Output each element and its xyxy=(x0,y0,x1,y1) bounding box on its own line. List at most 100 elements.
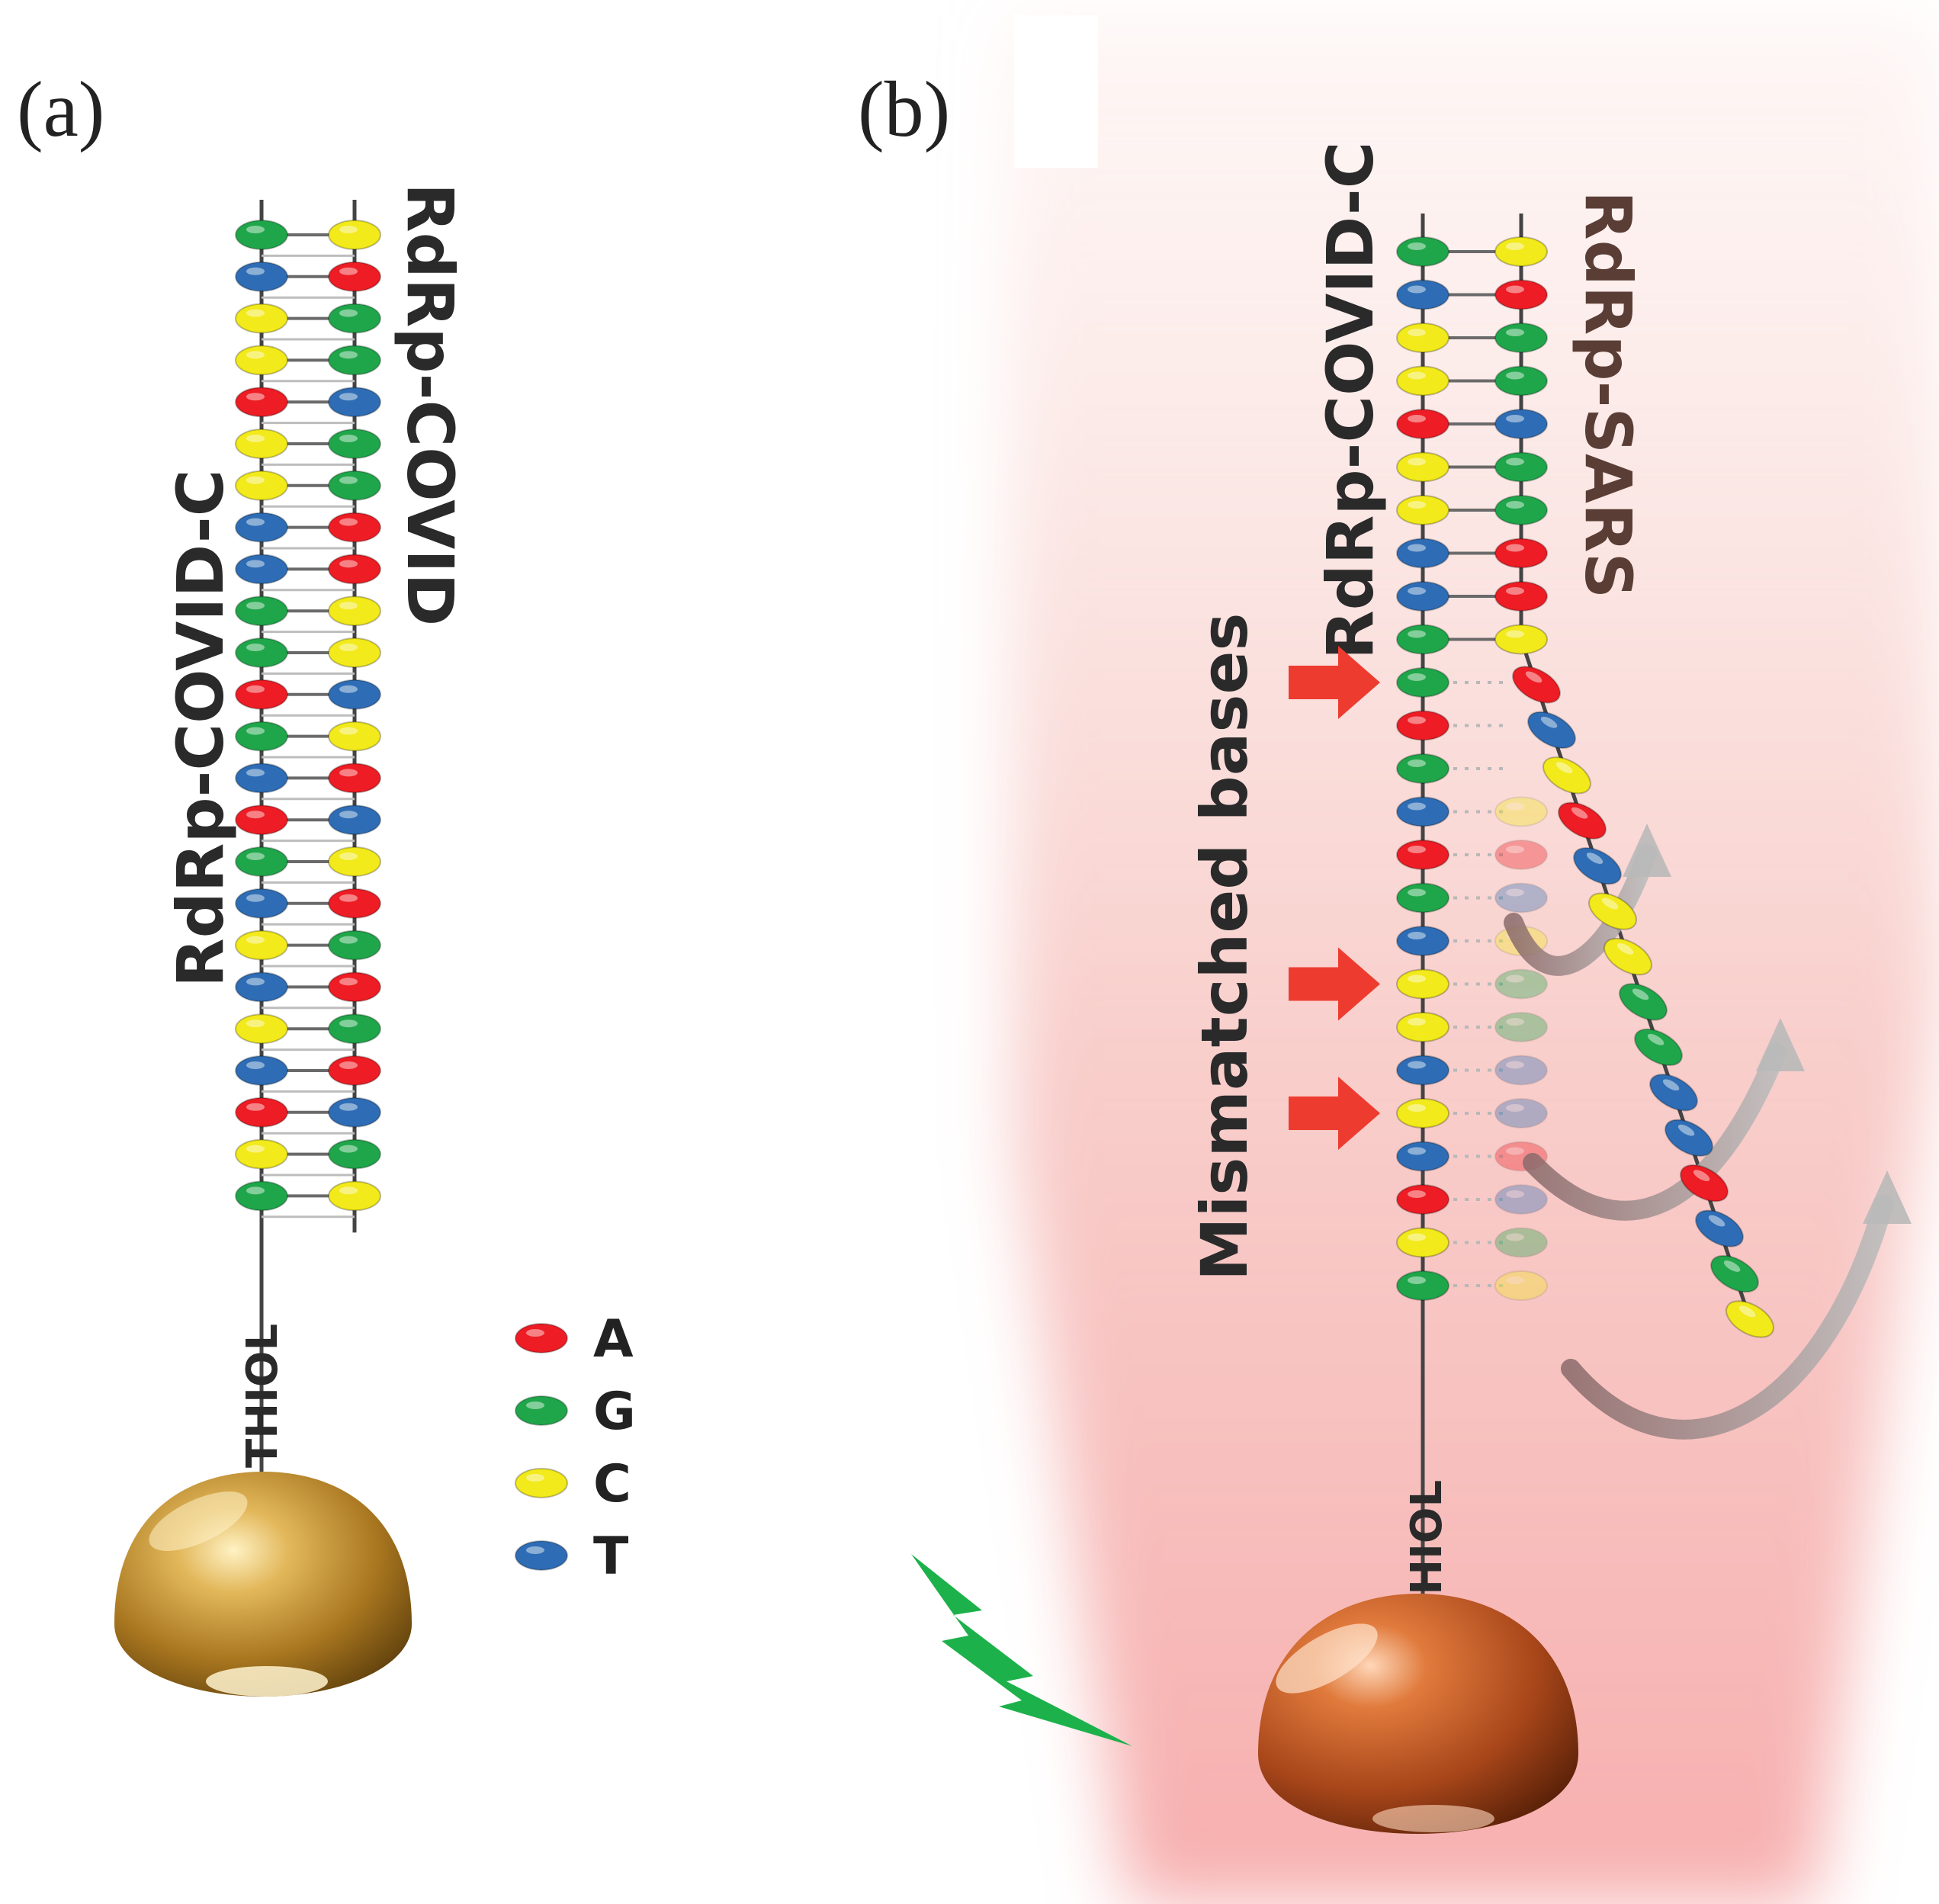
base-bead xyxy=(1396,409,1449,439)
base-bead xyxy=(235,721,288,752)
ghost-base-bead xyxy=(1494,796,1548,827)
base-bead xyxy=(1494,365,1548,397)
legend-item: C xyxy=(515,1454,631,1514)
base-bead xyxy=(328,512,381,543)
base-bead xyxy=(1396,581,1449,612)
legend-label: G xyxy=(593,1382,636,1442)
base-bead xyxy=(1396,538,1449,569)
panel-b-left-strand-bases xyxy=(1396,236,1449,1301)
ghost-base-bead xyxy=(1494,882,1548,913)
ghost-base-bead xyxy=(1494,1227,1548,1258)
base-bead xyxy=(235,220,288,250)
base-bead xyxy=(235,930,288,961)
base-bead xyxy=(1494,279,1548,310)
base-bead xyxy=(235,554,288,585)
base-bead xyxy=(1494,624,1548,655)
base-bead xyxy=(235,971,288,1003)
base-bead xyxy=(1396,968,1449,1000)
base-bead xyxy=(1494,495,1548,525)
panel-a-left-strand-bases xyxy=(235,220,288,1212)
base-bead xyxy=(235,846,288,877)
base-bead xyxy=(328,429,381,459)
base-bead xyxy=(328,763,381,794)
base-bead xyxy=(328,261,381,292)
base-bead xyxy=(235,679,288,710)
panel-a-right-strand-bases xyxy=(328,220,381,1212)
base-bead xyxy=(235,1180,288,1212)
base-bead xyxy=(1396,1227,1449,1258)
base-bead xyxy=(328,637,381,668)
base-bead xyxy=(1396,236,1449,267)
base-bead xyxy=(1494,538,1548,569)
base-bead xyxy=(328,596,381,627)
base-bead xyxy=(1396,1012,1449,1042)
base-bead xyxy=(328,846,381,877)
ghost-base-bead xyxy=(1494,1012,1548,1042)
base-bead xyxy=(235,763,288,794)
base-bead xyxy=(235,804,288,836)
detached-base-bead xyxy=(1665,1119,1713,1157)
panel-a-left-strand-label: RdRp-COVID-C xyxy=(163,470,238,987)
legend-label: T xyxy=(593,1527,629,1587)
base-bead xyxy=(235,470,288,501)
panel-a-duplex xyxy=(235,200,381,1495)
ghost-base-bead xyxy=(1494,968,1548,1000)
base-bead xyxy=(328,930,381,961)
ghost-base-bead xyxy=(1494,1098,1548,1129)
detached-base-bead xyxy=(1710,1254,1759,1293)
base-bead xyxy=(235,429,288,459)
base-bead xyxy=(1396,1141,1449,1172)
detached-base-bead xyxy=(1573,847,1622,885)
base-bead xyxy=(1396,1098,1449,1129)
base-bead xyxy=(328,345,381,376)
base-bead xyxy=(235,1055,288,1086)
base-bead xyxy=(1396,753,1449,784)
base-bead xyxy=(328,1180,381,1212)
base-bead xyxy=(235,512,288,543)
panel-b-release-arrows xyxy=(1504,824,1912,1440)
legend-swatch xyxy=(515,1395,568,1426)
ghost-base-bead xyxy=(1494,1055,1548,1086)
base-bead xyxy=(235,303,288,334)
base-bead xyxy=(1396,451,1449,483)
base-bead xyxy=(328,387,381,418)
detached-base-bead xyxy=(1619,983,1668,1021)
base-bead xyxy=(328,1013,381,1045)
mismatch-arrow-icon xyxy=(1289,646,1380,719)
copper-nanoparticle xyxy=(1258,1594,1578,1834)
legend-swatch xyxy=(515,1540,568,1571)
ghost-base-bead xyxy=(1494,840,1548,870)
panel-b-right-strand-label: RdRp-SARS xyxy=(1571,191,1645,599)
base-bead xyxy=(235,345,288,376)
legend-item: T xyxy=(515,1527,629,1587)
detached-base-bead xyxy=(1588,892,1637,930)
base-bead xyxy=(1494,451,1548,483)
base-bead xyxy=(1396,323,1449,353)
base-bead xyxy=(1494,236,1548,267)
legend-label: A xyxy=(593,1309,634,1369)
legend-swatch xyxy=(515,1323,568,1353)
base-bead xyxy=(1396,840,1449,870)
base-bead xyxy=(1494,323,1548,353)
mismatch-arrow-icon xyxy=(1289,947,1380,1021)
panel-b-right-strand-bases xyxy=(1494,236,1774,1338)
base-bead xyxy=(328,470,381,501)
ghost-base-bead xyxy=(1494,1270,1548,1301)
base-bead xyxy=(1396,882,1449,913)
ghost-base-bead xyxy=(1494,1184,1548,1215)
mismatch-label: Mismatched bases xyxy=(1187,613,1262,1281)
legend-label: C xyxy=(593,1454,631,1514)
detached-base-bead xyxy=(1527,711,1576,750)
legend-swatch xyxy=(515,1468,568,1498)
panel-a-thiol-label: THIOL xyxy=(238,1324,287,1468)
base-bead xyxy=(1494,581,1548,612)
base-bead xyxy=(1396,495,1449,525)
base-bead xyxy=(235,261,288,292)
legend-item: G xyxy=(515,1382,636,1442)
panel-label-b: (b) xyxy=(858,66,950,153)
base-bead xyxy=(1396,667,1449,698)
detached-base-bead xyxy=(1680,1164,1729,1202)
base-bead xyxy=(235,387,288,418)
base-bead xyxy=(328,1138,381,1170)
release-arrow xyxy=(1523,1042,1787,1221)
